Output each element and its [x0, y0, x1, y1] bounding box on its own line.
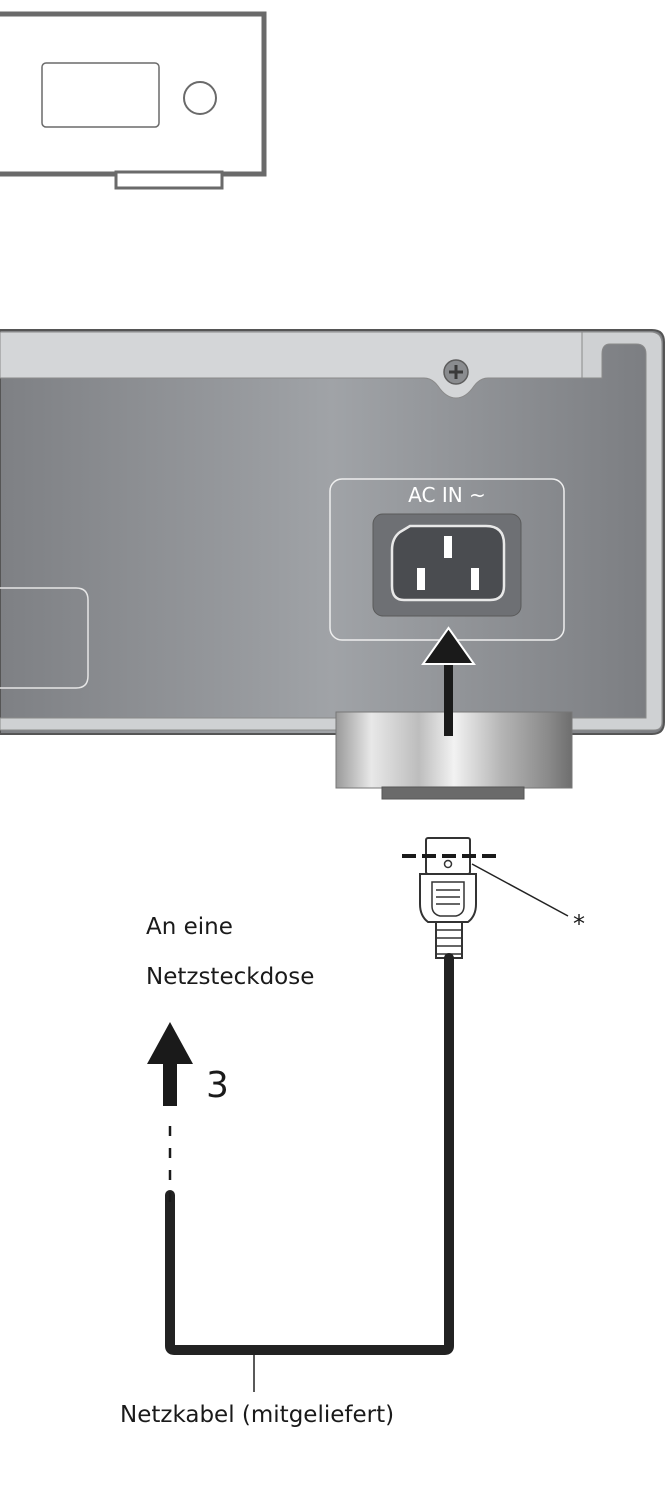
top-device-foot	[114, 170, 224, 190]
plug-grip	[431, 881, 465, 917]
outlet-label-line2: Netzsteckdose	[146, 964, 314, 990]
left-port-outline	[0, 587, 89, 689]
top-device	[0, 11, 267, 190]
outlet-arrow-head	[147, 1022, 193, 1064]
metal-foot-base	[381, 786, 525, 800]
insert-arrow	[421, 626, 476, 736]
rear-panel: AC IN ~	[0, 329, 665, 800]
metal-foot	[335, 711, 573, 789]
outlet-label-line1: An eine	[146, 914, 233, 940]
rear-panel-top-strip	[0, 331, 583, 399]
top-device-knob	[183, 81, 217, 115]
socket-pin-earth	[444, 536, 452, 558]
socket-pin-left	[417, 568, 425, 590]
plug-hole	[443, 859, 453, 869]
outlet-arrow-shaft	[163, 1062, 177, 1106]
asterisk-leader-line	[471, 863, 569, 917]
power-cable-line	[165, 953, 454, 1355]
power-cable-label: Netzkabel (mitgeliefert)	[120, 1402, 394, 1428]
outlet-arrow	[147, 1022, 193, 1208]
rear-panel-side-frame	[0, 331, 663, 731]
asterisk-label: *	[573, 910, 585, 938]
top-device-display	[41, 62, 160, 128]
power-plug	[402, 837, 569, 959]
plug-relief-lines	[436, 929, 462, 955]
insert-arrow-head	[421, 626, 476, 665]
socket-pin-right	[471, 568, 479, 590]
plug-strain-relief	[435, 921, 463, 959]
step-number: 3	[206, 1065, 229, 1106]
insert-arrow-shaft	[444, 658, 453, 736]
screw-cross	[449, 365, 463, 379]
plug-grip-lines	[436, 889, 460, 905]
ac-in-label: AC IN ~	[408, 483, 486, 507]
rear-panel-body	[0, 329, 665, 735]
